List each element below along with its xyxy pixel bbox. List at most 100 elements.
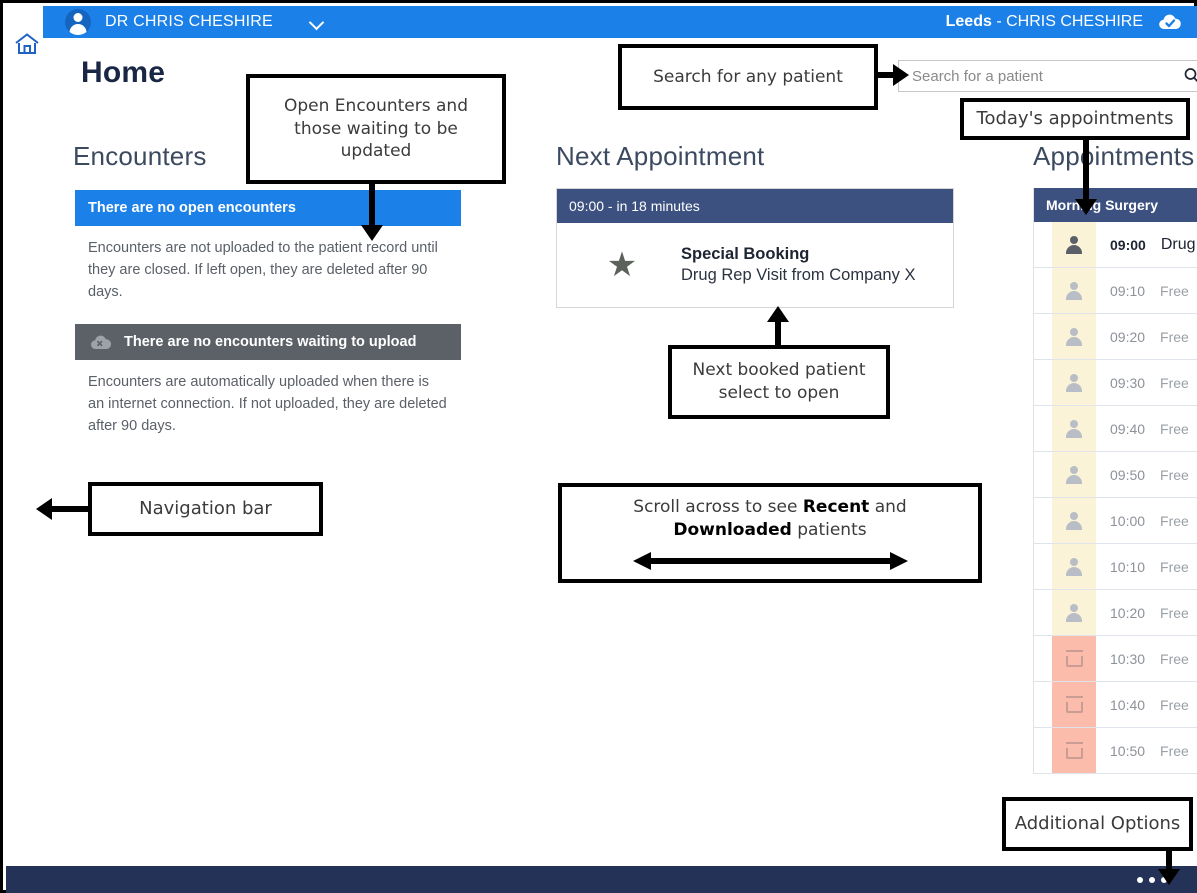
calendar-icon	[1052, 728, 1096, 773]
next-appointment-title: Special Booking	[681, 245, 810, 263]
upload-encounters-note: Encounters are automatically uploaded wh…	[88, 374, 447, 434]
encounters-heading: Encounters	[73, 141, 207, 171]
appointment-row[interactable]: 10:20 Free	[1034, 590, 1197, 636]
star-icon: ★	[606, 246, 638, 284]
cloud-x-icon	[89, 334, 113, 351]
appointment-row[interactable]: 09:00 Drug Rep Visit	[1034, 222, 1197, 268]
callout-next-arrowhead	[767, 306, 789, 322]
appointment-time: 09:40	[1110, 420, 1146, 437]
home-icon[interactable]	[14, 32, 40, 56]
callout-scroll-double-arrow-icon	[632, 551, 908, 570]
header-right: Leeds - CHRIS CHESHIRE	[946, 13, 1183, 31]
upload-encounters-label: There are no encounters waiting to uploa…	[124, 334, 417, 350]
appointment-name: Drug Rep Visit	[1160, 235, 1197, 253]
appointment-time: 10:10	[1110, 558, 1146, 575]
appointment-row[interactable]: 09:10 Free	[1034, 268, 1197, 314]
appointment-time: 10:20	[1110, 604, 1146, 621]
appointment-time: 09:30	[1110, 374, 1146, 391]
next-appointment-subtitle: Drug Rep Visit from Company X	[681, 266, 916, 284]
callout-addopt-line	[1166, 851, 1172, 875]
person-icon	[1052, 268, 1096, 313]
appointment-name: Free	[1160, 696, 1189, 713]
appointment-time: 10:30	[1110, 650, 1146, 667]
person-icon	[1052, 360, 1096, 405]
callout-scroll-across: Scroll across to see Recent and Download…	[558, 483, 982, 583]
callout-scroll-downloaded: Downloaded	[673, 520, 792, 540]
chevron-down-icon[interactable]	[309, 14, 325, 30]
user-avatar-icon[interactable]	[65, 9, 91, 35]
appointments-session-label: Morning Surgery	[1046, 197, 1159, 213]
person-icon	[1052, 222, 1096, 267]
next-appointment-body: ★ Special Booking Drug Rep Visit from Co…	[557, 223, 953, 307]
header-site-separator: -	[991, 13, 1007, 30]
appointment-row[interactable]: 10:30 Free	[1034, 636, 1197, 682]
person-icon	[1052, 406, 1096, 451]
callout-additional-options: Additional Options	[1002, 797, 1193, 851]
callout-addopt-arrowhead	[1158, 869, 1180, 885]
page-title: Home	[81, 56, 166, 89]
appointment-time: 09:50	[1110, 466, 1146, 483]
callout-search-any-patient: Search for any patient	[618, 44, 878, 110]
person-icon	[1052, 544, 1096, 589]
appointment-name: Free	[1160, 374, 1189, 391]
search-icon[interactable]	[1183, 67, 1197, 85]
upload-encounters-bar[interactable]: There are no encounters waiting to uploa…	[75, 324, 461, 360]
callout-navigation-bar: Navigation bar	[88, 482, 323, 536]
person-icon	[1052, 314, 1096, 359]
callout-todays-appointments: Today's appointments	[960, 98, 1190, 140]
appointment-name: Free	[1160, 466, 1189, 483]
appointment-row[interactable]: 10:10 Free	[1034, 544, 1197, 590]
next-appointment-texts: Special Booking Drug Rep Visit from Comp…	[681, 245, 915, 285]
callout-today-arrowhead	[1075, 199, 1097, 215]
open-encounters-label: There are no open encounters	[88, 200, 296, 216]
navigation-bar[interactable]	[6, 6, 43, 893]
appointment-row[interactable]: 09:30 Free	[1034, 360, 1197, 406]
appointment-time: 09:10	[1110, 282, 1146, 299]
appointments-session-header: Morning Surgery	[1034, 188, 1197, 222]
appointment-time: 09:00	[1110, 236, 1146, 253]
callout-scroll-text: Scroll across to see Recent and Download…	[633, 496, 906, 542]
appointment-row[interactable]: 10:40 Free	[1034, 682, 1197, 728]
next-appointment-time: 09:00 - in 18 minutes	[569, 198, 700, 214]
calendar-icon	[1052, 682, 1096, 727]
appointment-time: 10:40	[1110, 696, 1146, 713]
patient-search-box[interactable]	[898, 60, 1197, 92]
person-icon	[1052, 498, 1096, 543]
next-appointment-time-bar: 09:00 - in 18 minutes	[557, 189, 953, 223]
app-header: DR CHRIS CHESHIRE Leeds - CHRIS CHESHIRE	[43, 6, 1197, 38]
search-input[interactable]	[910, 66, 1164, 86]
appointment-name: Free	[1160, 282, 1189, 299]
header-site-label: Leeds - CHRIS CHESHIRE	[946, 13, 1143, 31]
appointment-row[interactable]: 09:50 Free	[1034, 452, 1197, 498]
appointment-name: Free	[1160, 650, 1189, 667]
callout-next-line	[775, 321, 781, 347]
appointment-name: Free	[1160, 328, 1189, 345]
bottom-bar	[6, 866, 1197, 893]
main-content: Home Encounters There are no open encoun…	[43, 38, 1197, 866]
callout-open-encounters: Open Encounters and those waiting to be …	[246, 74, 506, 184]
cloud-check-icon[interactable]	[1157, 13, 1183, 31]
callout-scroll-and: and	[869, 497, 907, 518]
appointments-panel: Morning Surgery 09:00 Drug Rep Visit 09:10…	[1033, 188, 1197, 774]
appointment-row[interactable]: 09:20 Free	[1034, 314, 1197, 360]
callout-nav-line	[51, 506, 91, 512]
person-icon	[1052, 452, 1096, 497]
callout-today-line	[1083, 140, 1089, 202]
header-site-user: CHRIS CHESHIRE	[1006, 13, 1143, 30]
callout-nav-arrowhead	[36, 498, 52, 520]
callout-open-encounters-arrowhead	[361, 225, 383, 241]
next-appointment-heading: Next Appointment	[556, 141, 765, 171]
callout-search-arrowhead	[893, 64, 909, 86]
header-user-name: DR CHRIS CHESHIRE	[105, 13, 273, 30]
next-appointment-card[interactable]: 09:00 - in 18 minutes ★ Special Booking …	[556, 188, 954, 308]
appointment-name: Free	[1160, 558, 1189, 575]
open-encounters-bar[interactable]: There are no open encounters	[75, 190, 461, 226]
person-icon	[1052, 590, 1096, 635]
appointment-time: 09:20	[1110, 328, 1146, 345]
appointment-name: Free	[1160, 604, 1189, 621]
